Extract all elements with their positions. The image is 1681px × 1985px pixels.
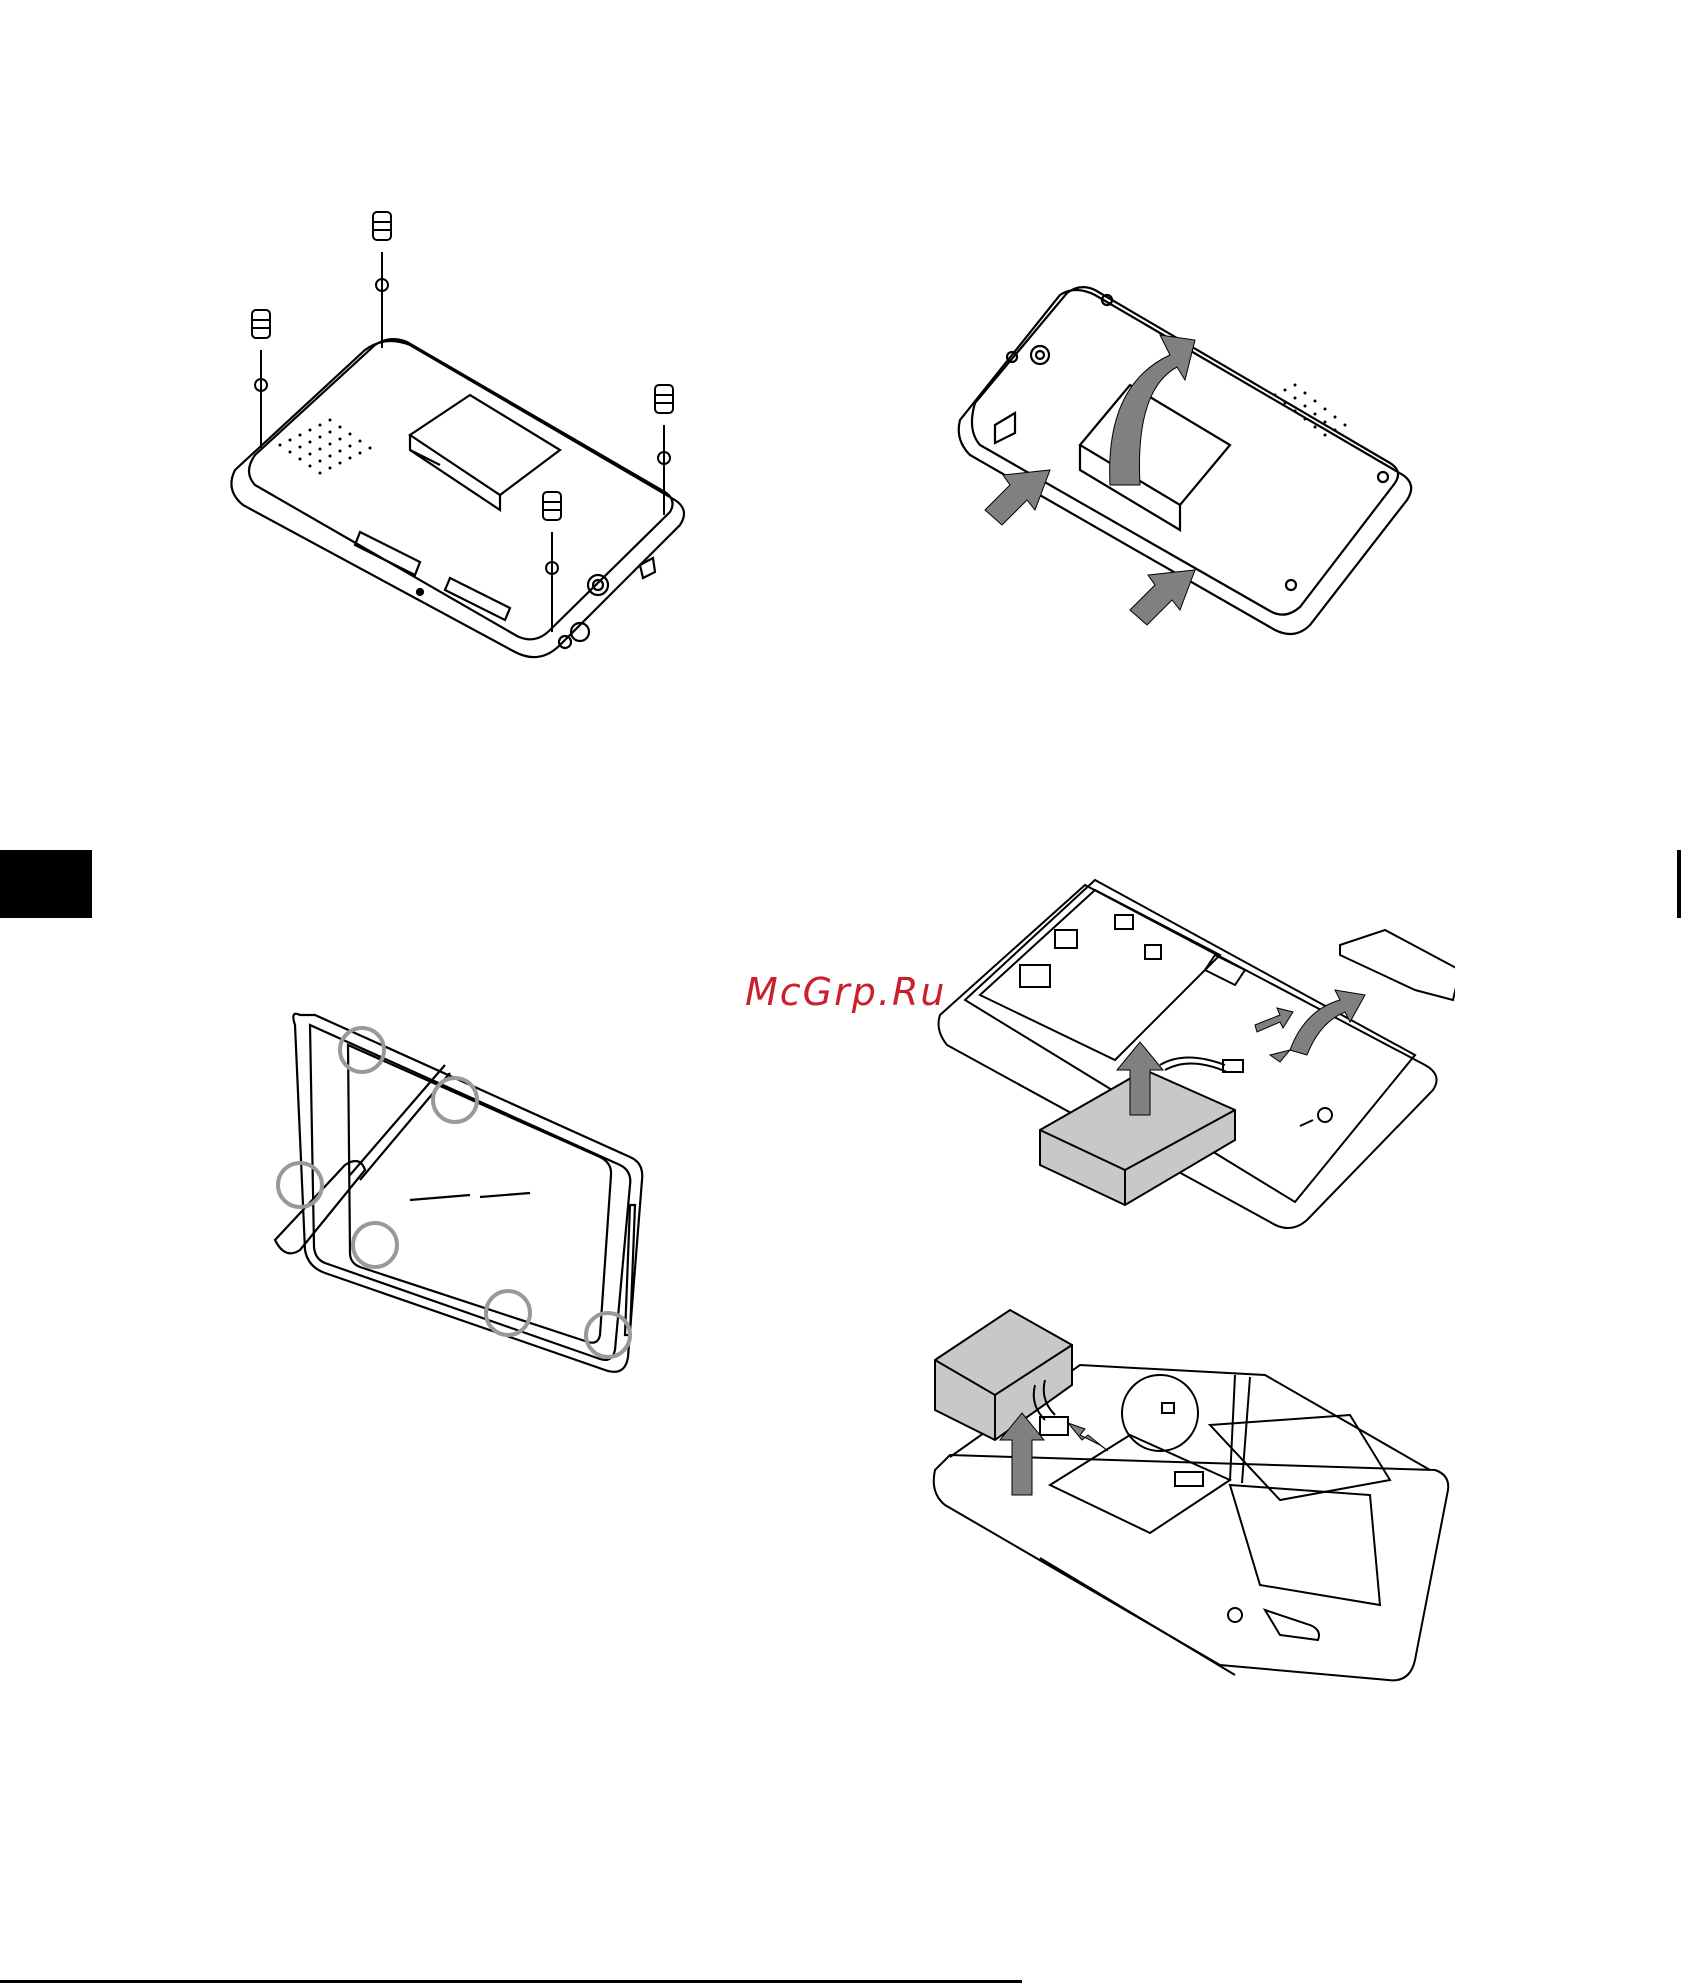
inner-case-battery-icon: [930, 1305, 1460, 1705]
section-tab-marker: [0, 850, 92, 918]
device-back-with-screws-icon: [225, 200, 695, 700]
page-edge-mark: [1677, 850, 1681, 918]
watermark-text: McGrp.Ru: [745, 970, 946, 1014]
figure-lift-battery: [935, 870, 1455, 1230]
device-back-with-arrows-icon: [955, 285, 1415, 645]
figure-slide-cover: [955, 285, 1415, 645]
figure-pry-bezel: [270, 1005, 650, 1385]
figure-remove-screws: [225, 200, 695, 700]
figure-disconnect-battery: [930, 1305, 1460, 1705]
circuit-board-battery-icon: [935, 870, 1455, 1230]
front-bezel-with-screwdriver-icon: [270, 1005, 650, 1385]
footer-rule: [0, 1980, 1022, 1983]
